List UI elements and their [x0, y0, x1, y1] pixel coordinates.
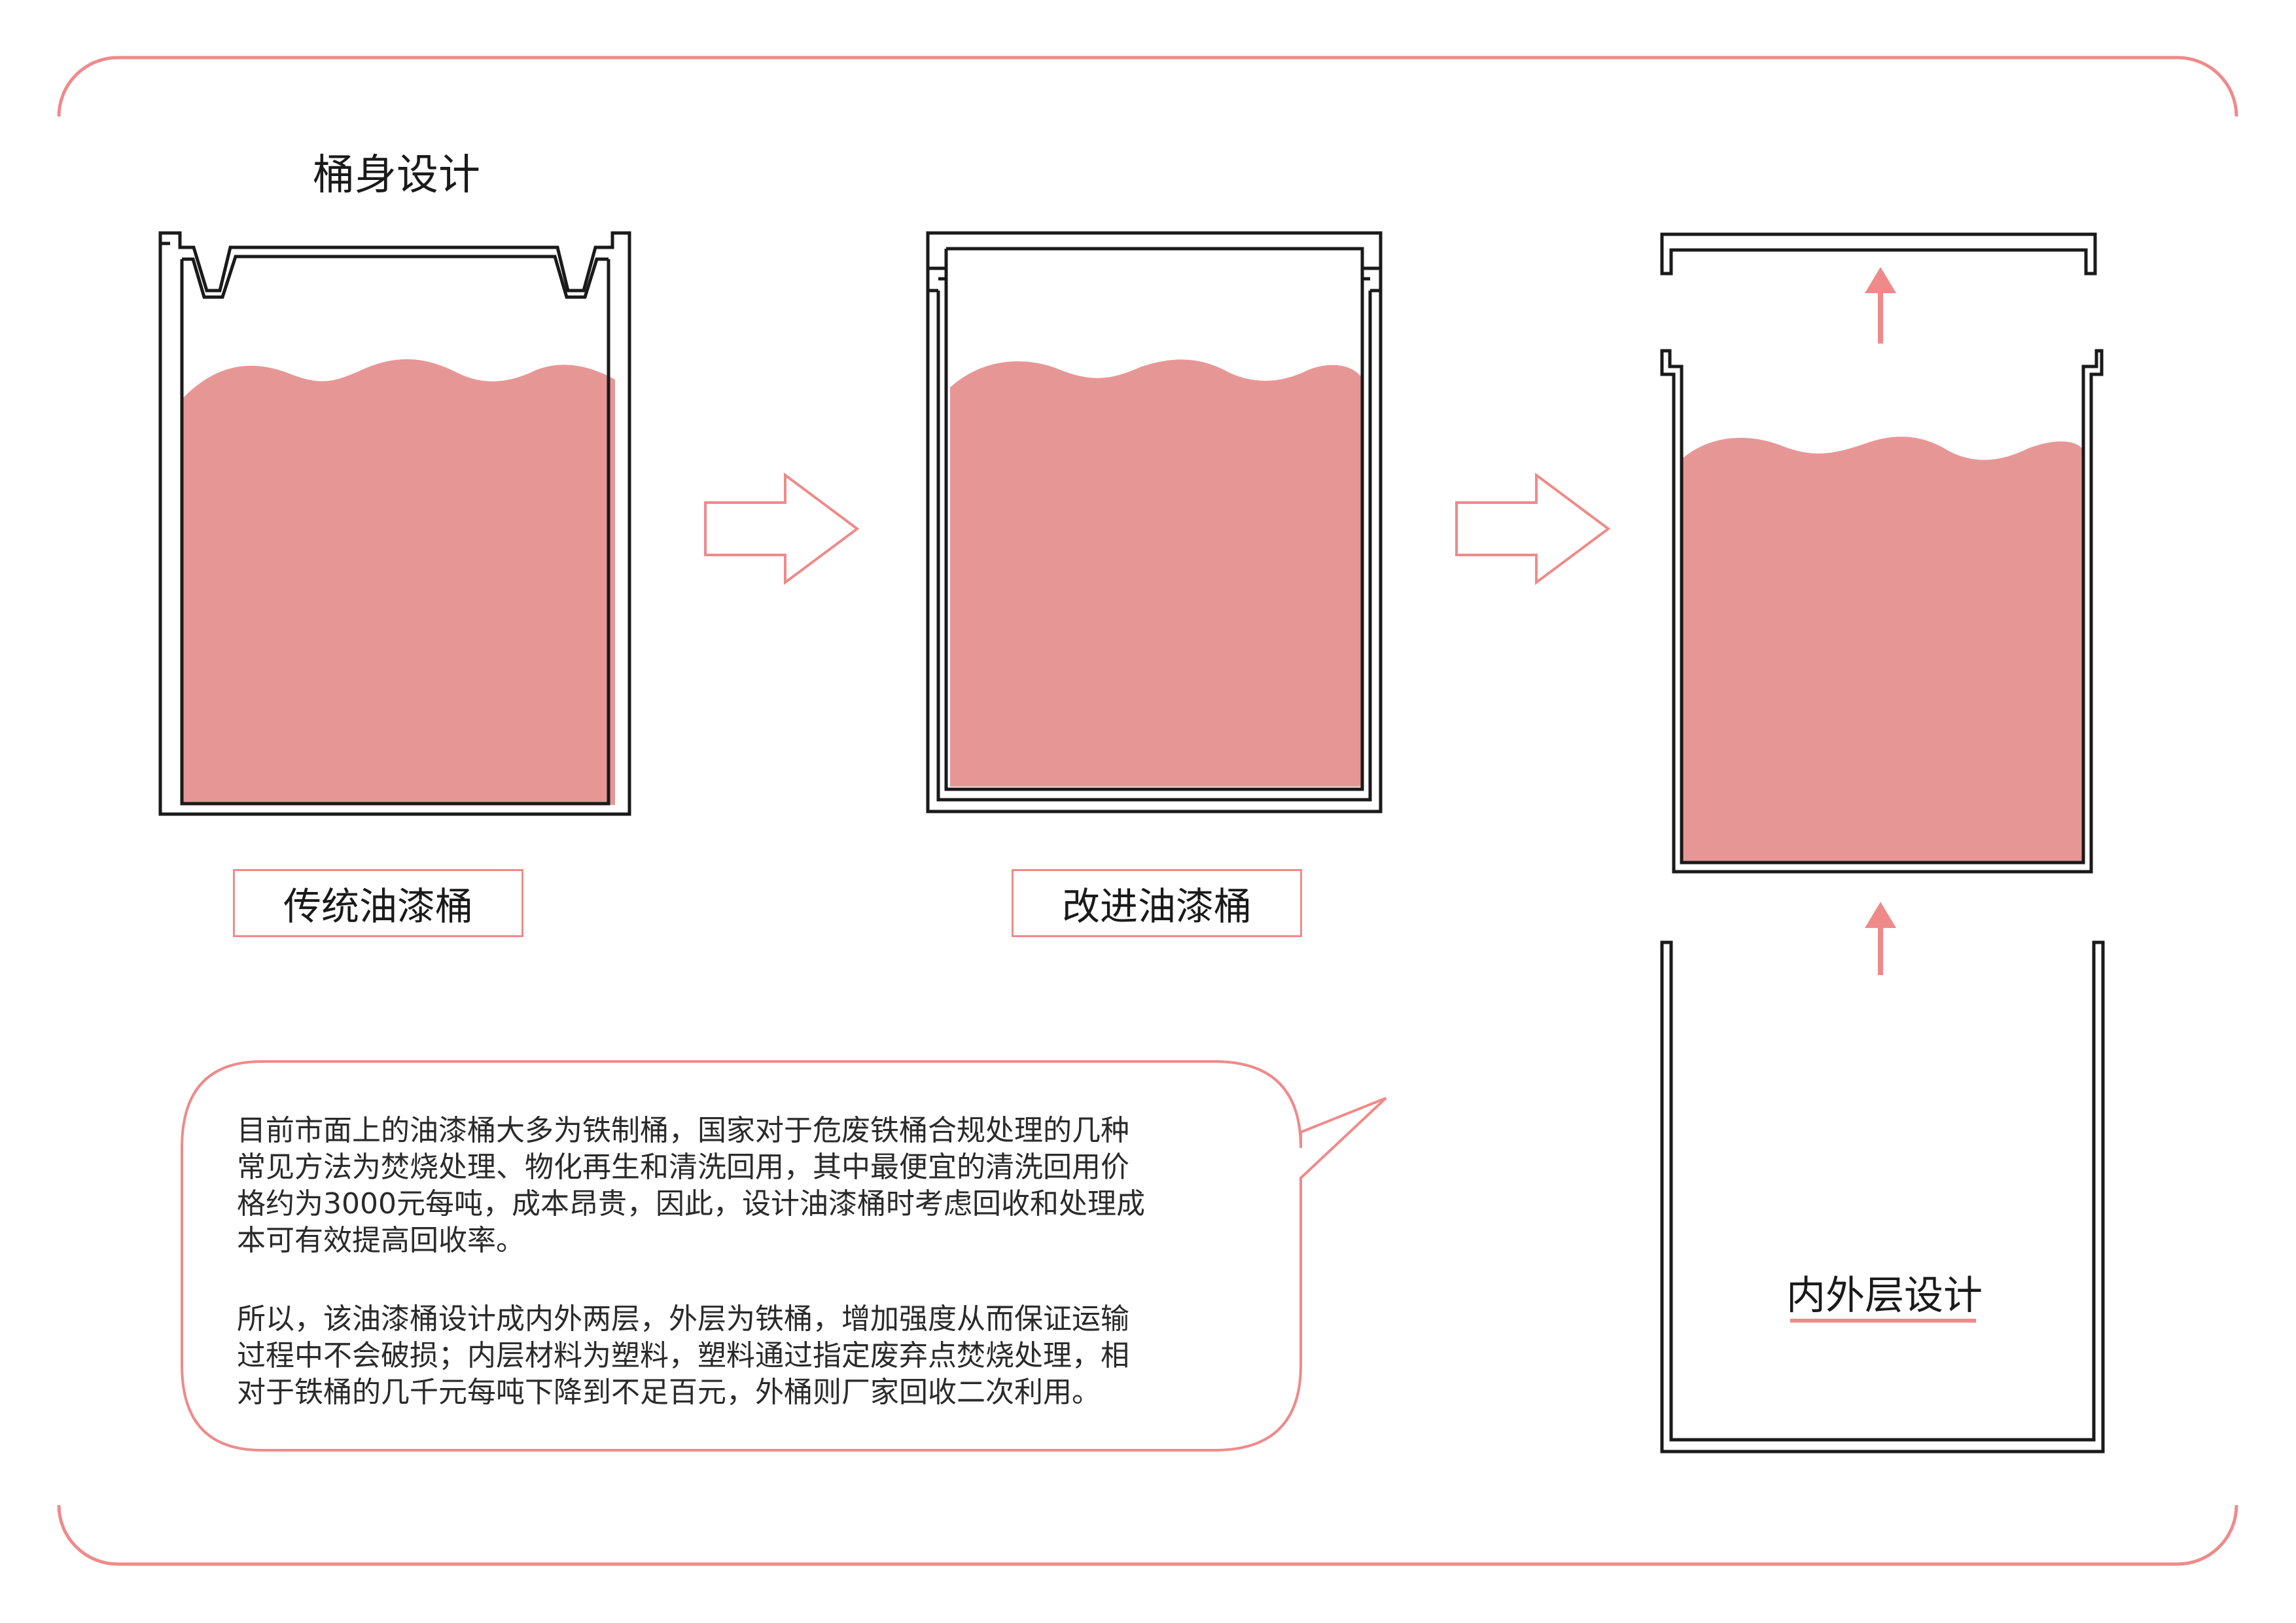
- inner-liner-bucket: [1660, 349, 2104, 874]
- improved-bucket: [926, 231, 1383, 813]
- paragraph-line: 本可有效提高回收率。: [237, 1224, 525, 1257]
- improved-paint: [950, 359, 1362, 787]
- paragraph-line: 格约为3000元每吨，成本昂贵，因此，设计油漆桶时考虑回收和处理成: [237, 1187, 1145, 1221]
- inner-liner-paint: [1683, 437, 2082, 861]
- inner-liner-outline: [1660, 349, 2104, 874]
- outer-shell-bucket: [1660, 940, 2105, 1454]
- up-arrow-icon: [1865, 267, 1896, 344]
- description-paragraph-1: 目前市面上的油漆桶大多为铁制桶，国家对于危废铁桶合规处理的几种 常见方法为焚烧处…: [237, 1113, 1258, 1259]
- traditional-label-text: 传统油漆桶: [283, 884, 473, 929]
- exploded-lid: [1660, 232, 2097, 276]
- traditional-bucket-rim: [182, 255, 609, 299]
- paragraph-line: 过程中不会破损；内层材料为塑料，塑料通过指定废弃点焚烧处理，相: [237, 1339, 1129, 1372]
- improved-inner-liner: [928, 247, 1381, 791]
- improved-label-text: 改进油漆桶: [1061, 884, 1252, 929]
- traditional-paint: [182, 359, 615, 805]
- paragraph-line: 常见方法为焚烧处理、物化再生和清洗回用，其中最便宜的清洗回用价: [237, 1150, 1129, 1184]
- flow-arrow-icon: [1455, 473, 1611, 585]
- description-paragraph-2: 所以，该油漆桶设计成内外两层，外层为铁桶，增加强度从而保证运输 过程中不会破损；…: [237, 1301, 1258, 1411]
- improved-bucket-label: 改进油漆桶: [1012, 869, 1302, 937]
- page-frame: [57, 56, 2238, 1566]
- paragraph-line: 所以，该油漆桶设计成内外两层，外层为铁桶，增加强度从而保证运输: [237, 1302, 1129, 1336]
- speech-bubble: [181, 1060, 1387, 1452]
- improved-outer-shell: [926, 231, 1383, 813]
- flow-arrow-icon: [704, 473, 860, 585]
- traditional-bucket-outline: [158, 231, 631, 816]
- improved-inner-shell: [928, 289, 1381, 802]
- paragraph-line: 目前市面上的油漆桶大多为铁制桶，国家对于危废铁桶合规处理的几种: [237, 1114, 1129, 1147]
- up-arrow-icon: [1865, 902, 1896, 975]
- paragraph-line: 对于铁桶的几千元每吨下降到不足百元，外桶则厂家回收二次利用。: [237, 1376, 1101, 1409]
- page-title: 桶身设计: [313, 151, 480, 200]
- traditional-bucket-label: 传统油漆桶: [233, 869, 523, 937]
- traditional-bucket: [158, 231, 631, 816]
- inner-outer-layer-label: 内外层设计: [1786, 1273, 1983, 1319]
